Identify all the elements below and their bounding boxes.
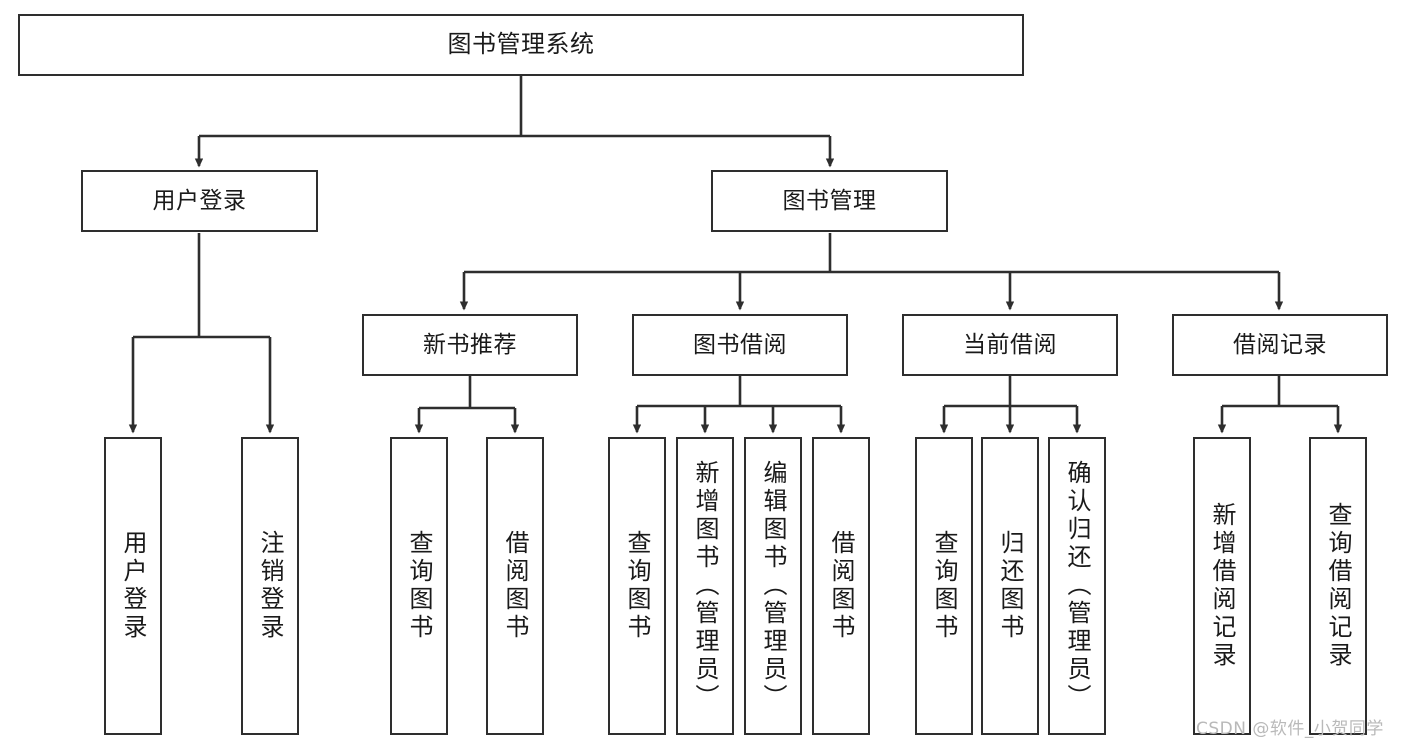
node-label: 用户登录 <box>119 530 147 642</box>
watermark-text: CSDN @软件_小贺同学 <box>1196 719 1384 739</box>
node-label: 新增图书（管理员） <box>691 460 719 712</box>
leaf-borrow-book[interactable]: 借阅图书 <box>812 437 870 735</box>
leaf-edit-book-admin[interactable]: 编辑图书（管理员） <box>744 437 802 735</box>
leaf-borrow-book-recommendation[interactable]: 借阅图书 <box>486 437 544 735</box>
leaf-user-login[interactable]: 用户登录 <box>104 437 162 735</box>
node-label: 查询图书 <box>930 530 958 642</box>
node-label: 查询借阅记录 <box>1324 502 1352 670</box>
node-label: 查询图书 <box>623 530 651 642</box>
node-root-system[interactable]: 图书管理系统 <box>18 14 1024 76</box>
node-borrow-record[interactable]: 借阅记录 <box>1172 314 1388 376</box>
node-label: 查询图书 <box>405 530 433 642</box>
node-label: 图书管理系统 <box>447 30 595 59</box>
node-label: 借阅图书 <box>827 530 855 642</box>
leaf-query-book-recommendation[interactable]: 查询图书 <box>390 437 448 735</box>
node-label: 用户登录 <box>152 187 247 214</box>
node-label: 借阅图书 <box>501 530 529 642</box>
node-label: 借阅记录 <box>1233 331 1327 358</box>
node-label: 新增借阅记录 <box>1208 502 1236 670</box>
leaf-add-book-admin[interactable]: 新增图书（管理员） <box>676 437 734 735</box>
node-label: 编辑图书（管理员） <box>759 460 787 712</box>
node-label: 注销登录 <box>256 530 284 642</box>
node-book-manage[interactable]: 图书管理 <box>711 170 948 232</box>
node-label: 当前借阅 <box>963 331 1057 358</box>
leaf-confirm-return-admin[interactable]: 确认归还（管理员） <box>1048 437 1106 735</box>
leaf-query-borrow-record[interactable]: 查询借阅记录 <box>1309 437 1367 735</box>
node-current-borrow[interactable]: 当前借阅 <box>902 314 1118 376</box>
node-label: 新书推荐 <box>423 331 517 358</box>
leaf-query-book-current[interactable]: 查询图书 <box>915 437 973 735</box>
node-label: 图书借阅 <box>693 331 787 358</box>
node-user-login[interactable]: 用户登录 <box>81 170 318 232</box>
node-new-book-recommendation[interactable]: 新书推荐 <box>362 314 578 376</box>
leaf-query-book-borrow[interactable]: 查询图书 <box>608 437 666 735</box>
node-label: 确认归还（管理员） <box>1063 460 1091 712</box>
leaf-logout[interactable]: 注销登录 <box>241 437 299 735</box>
leaf-add-borrow-record[interactable]: 新增借阅记录 <box>1193 437 1251 735</box>
node-label: 图书管理 <box>782 187 877 214</box>
node-label: 归还图书 <box>996 530 1024 642</box>
node-book-borrow[interactable]: 图书借阅 <box>632 314 848 376</box>
leaf-return-book[interactable]: 归还图书 <box>981 437 1039 735</box>
